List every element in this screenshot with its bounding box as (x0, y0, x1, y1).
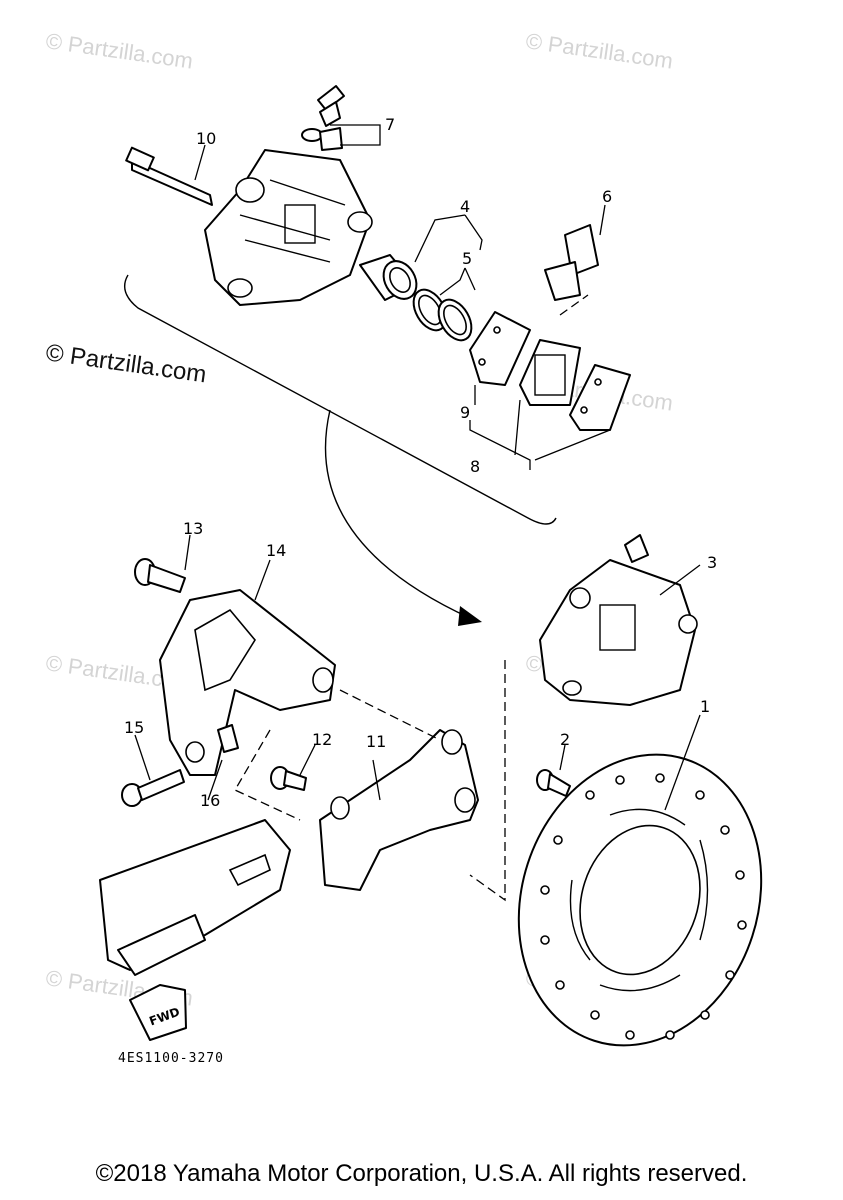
bolt-13 (134, 558, 186, 593)
callout-7: 7 (385, 115, 395, 134)
callout-3: 3 (707, 553, 717, 572)
pin (125, 146, 213, 206)
callout-4: 4 (460, 197, 470, 216)
callout-1: 1 (700, 697, 710, 716)
copyright-notice: ©2018 Yamaha Motor Corporation, U.S.A. A… (95, 1160, 748, 1187)
watermark: © Partzilla.com (44, 28, 194, 73)
caliper-bracket (159, 589, 336, 776)
callout-10: 10 (196, 129, 216, 148)
watermark-large: © Partzilla.com (44, 339, 208, 388)
assembly-arrow-head (458, 606, 482, 626)
callout-13: 13 (183, 519, 203, 538)
brake-disc (517, 753, 763, 1047)
brake-pads (469, 311, 631, 431)
pad-support (544, 224, 599, 301)
leader-lines (134, 124, 701, 902)
piston (359, 254, 418, 301)
callout-9: 9 (460, 403, 470, 422)
bolt-12 (270, 766, 307, 791)
callout-14: 14 (266, 541, 286, 560)
caliper-assembly (539, 534, 698, 706)
callout-2: 2 (560, 730, 570, 749)
callout-16: 16 (200, 791, 220, 810)
swing-arm (99, 819, 291, 976)
group-bracket (124, 274, 557, 525)
callout-12: 12 (312, 730, 332, 749)
exploded-parts-diagram: © Partzilla.com © Partzilla.com © Partzi… (44, 28, 763, 1066)
bolt-2 (536, 769, 571, 797)
caliper-body-exploded (204, 149, 373, 306)
callout-8: 8 (470, 457, 480, 476)
callout-6: 6 (602, 187, 612, 206)
fwd-arrow-badge: FWD (129, 984, 187, 1041)
watermark: © Partzilla.com (524, 28, 674, 73)
diagram-code: 4ES1100-3270 (118, 1051, 224, 1066)
bracket-arm (319, 729, 479, 891)
callout-5: 5 (462, 249, 472, 268)
assembly-arrow (324, 409, 471, 619)
clip (217, 724, 239, 753)
piston-seals (412, 288, 473, 342)
bleed-screw (301, 85, 345, 151)
callout-15: 15 (124, 718, 144, 737)
bolt-15 (121, 769, 185, 807)
callout-11: 11 (366, 732, 386, 751)
callout-numbers: 1 2 3 4 5 6 7 8 9 10 11 12 13 14 15 16 (124, 115, 717, 810)
